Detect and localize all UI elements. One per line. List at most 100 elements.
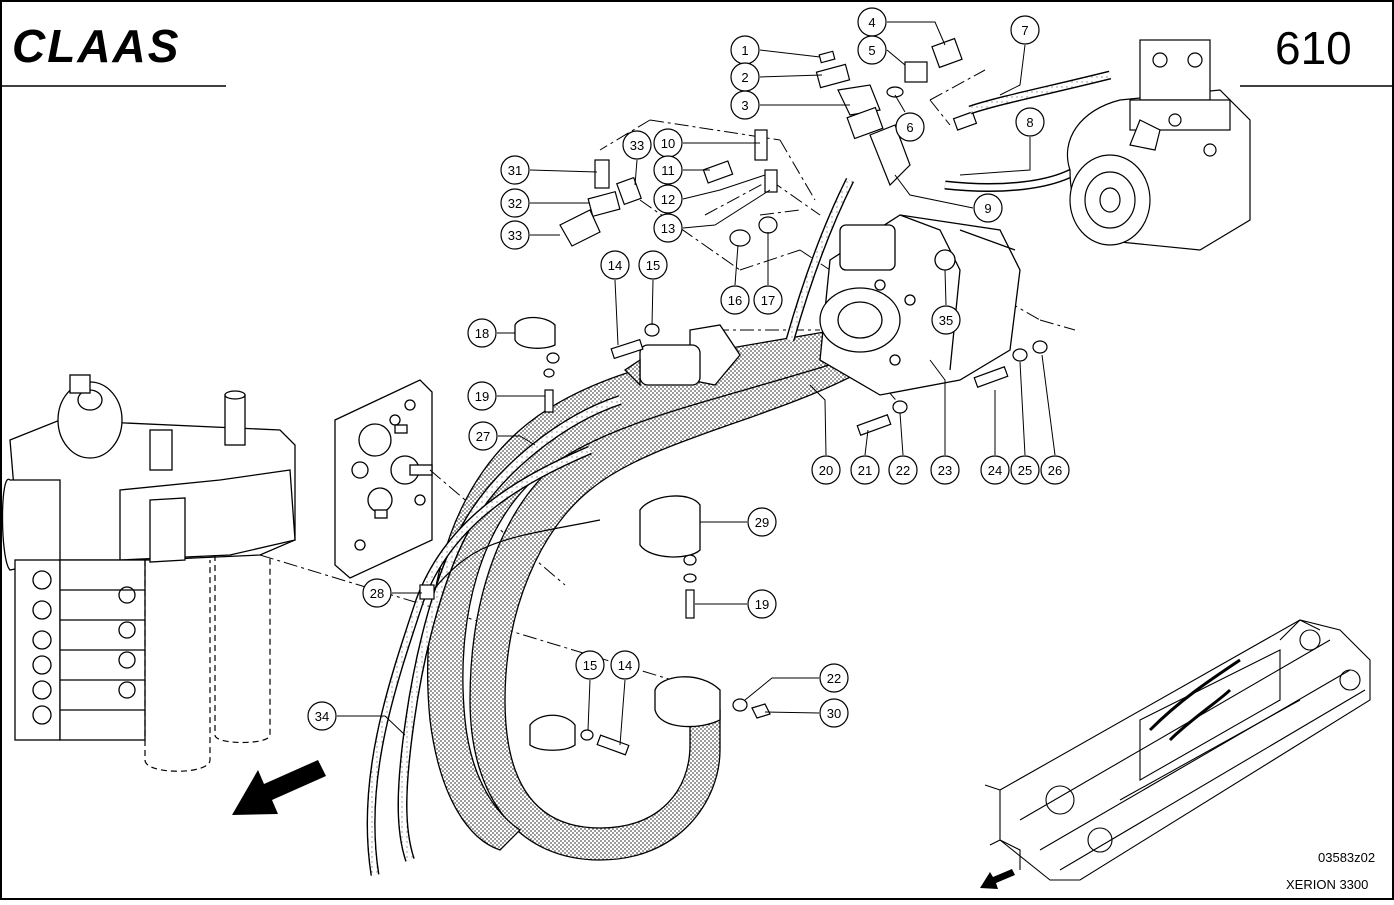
callout-leader-line xyxy=(614,279,619,346)
callout-7: 7 xyxy=(999,15,1040,96)
callout-number: 11 xyxy=(661,163,675,178)
callout-leader-line xyxy=(886,49,906,66)
hose-small-27 xyxy=(397,395,622,862)
callout-8: 8 xyxy=(959,107,1045,176)
callout-circle xyxy=(720,285,750,315)
callout-14: 14 xyxy=(600,250,630,346)
suction-hose-main xyxy=(426,329,861,861)
callout-number: 23 xyxy=(938,463,952,478)
callout-number: 18 xyxy=(475,326,489,341)
minimap-forward-arrow-icon xyxy=(980,869,1015,889)
callout-35: 35 xyxy=(931,269,961,335)
callout-circle xyxy=(753,285,783,315)
callout-number: 4 xyxy=(868,15,875,30)
callout-number: 25 xyxy=(1018,463,1032,478)
callout-circle xyxy=(1010,15,1040,45)
callout-5: 5 xyxy=(857,35,906,66)
brand-logo-text: CLAAS xyxy=(12,20,180,72)
callout-28: 28 xyxy=(362,578,422,608)
callout-number: 17 xyxy=(761,293,775,308)
callout-leader-line xyxy=(651,279,654,326)
callout-15: 15 xyxy=(638,250,668,326)
callout-number: 13 xyxy=(661,221,675,236)
callout-leader-line xyxy=(587,679,591,731)
callout-leader-line xyxy=(682,174,766,200)
callout-33: 33 xyxy=(500,220,560,250)
pump-flange xyxy=(623,324,741,387)
callout-number: 3 xyxy=(741,98,748,113)
callout-17: 17 xyxy=(753,232,783,315)
claas-logo: CLAAS xyxy=(12,20,180,72)
callout-leader-line xyxy=(759,74,823,78)
callout-number: 30 xyxy=(827,706,841,721)
callout-circle xyxy=(895,112,925,142)
callout-number: 12 xyxy=(661,192,675,207)
callout-number: 10 xyxy=(661,136,675,151)
callout-10: 10 xyxy=(653,128,760,158)
callout-circle xyxy=(500,220,530,250)
callout-31: 31 xyxy=(500,155,598,185)
callout-circle xyxy=(653,213,683,243)
callout-leader-line xyxy=(864,429,869,456)
callout-number: 33 xyxy=(508,228,522,243)
callout-number: 26 xyxy=(1048,463,1062,478)
callout-leader-line xyxy=(887,21,946,46)
callout-number: 9 xyxy=(984,201,991,216)
hose-thin-top xyxy=(785,177,855,342)
callout-12: 12 xyxy=(653,174,766,214)
callout-circle xyxy=(467,381,497,411)
callout-circle xyxy=(362,578,392,608)
callout-number: 35 xyxy=(939,313,953,328)
callout-leader-line xyxy=(809,384,827,456)
control-valve-block xyxy=(1,374,296,741)
filter-housing-dashed xyxy=(144,555,271,772)
callout-leader-line xyxy=(682,189,771,229)
callout-18: 18 xyxy=(467,318,515,348)
callout-leader-line xyxy=(944,269,947,306)
callout-1: 1 xyxy=(730,35,821,65)
bolts-washers xyxy=(543,323,1048,756)
callout-number: 8 xyxy=(1026,115,1033,130)
fittings-left-cluster xyxy=(559,129,778,247)
callout-number: 19 xyxy=(475,389,489,404)
callout-leader-line xyxy=(999,44,1026,96)
callout-circle xyxy=(980,455,1010,485)
callout-circle xyxy=(1040,455,1070,485)
callout-number: 29 xyxy=(755,515,769,530)
callout-15: 15 xyxy=(575,650,605,731)
callout-number: 2 xyxy=(741,70,748,85)
callout-circle xyxy=(747,507,777,537)
callout-circle xyxy=(857,35,887,65)
callout-leader-line xyxy=(894,174,974,209)
callout-circle xyxy=(973,193,1003,223)
callout-circle xyxy=(575,650,605,680)
callout-number: 16 xyxy=(728,293,742,308)
callout-leader-line xyxy=(498,435,536,446)
callout-number: 15 xyxy=(646,258,660,273)
callout-24: 24 xyxy=(980,390,1010,485)
callout-leader-line xyxy=(759,49,821,58)
callout-number: 34 xyxy=(315,709,329,724)
callout-circle xyxy=(930,455,960,485)
callout-16: 16 xyxy=(720,244,750,315)
callout-circle xyxy=(747,589,777,619)
callout-2: 2 xyxy=(730,62,823,92)
callout-26: 26 xyxy=(1040,354,1070,485)
hose-thin-34 xyxy=(366,445,592,876)
callout-circle xyxy=(467,318,497,348)
callout-30: 30 xyxy=(764,698,849,728)
callout-number: 1 xyxy=(741,43,748,58)
hydraulic-pump xyxy=(819,214,1021,396)
callout-leader-line xyxy=(1019,361,1026,456)
callout-circle xyxy=(500,188,530,218)
callout-circle xyxy=(819,663,849,693)
callout-14: 14 xyxy=(610,650,640,746)
callout-circle xyxy=(653,184,683,214)
callout-25: 25 xyxy=(1010,361,1040,485)
callout-11: 11 xyxy=(653,155,710,185)
callout-leader-line xyxy=(337,715,406,736)
